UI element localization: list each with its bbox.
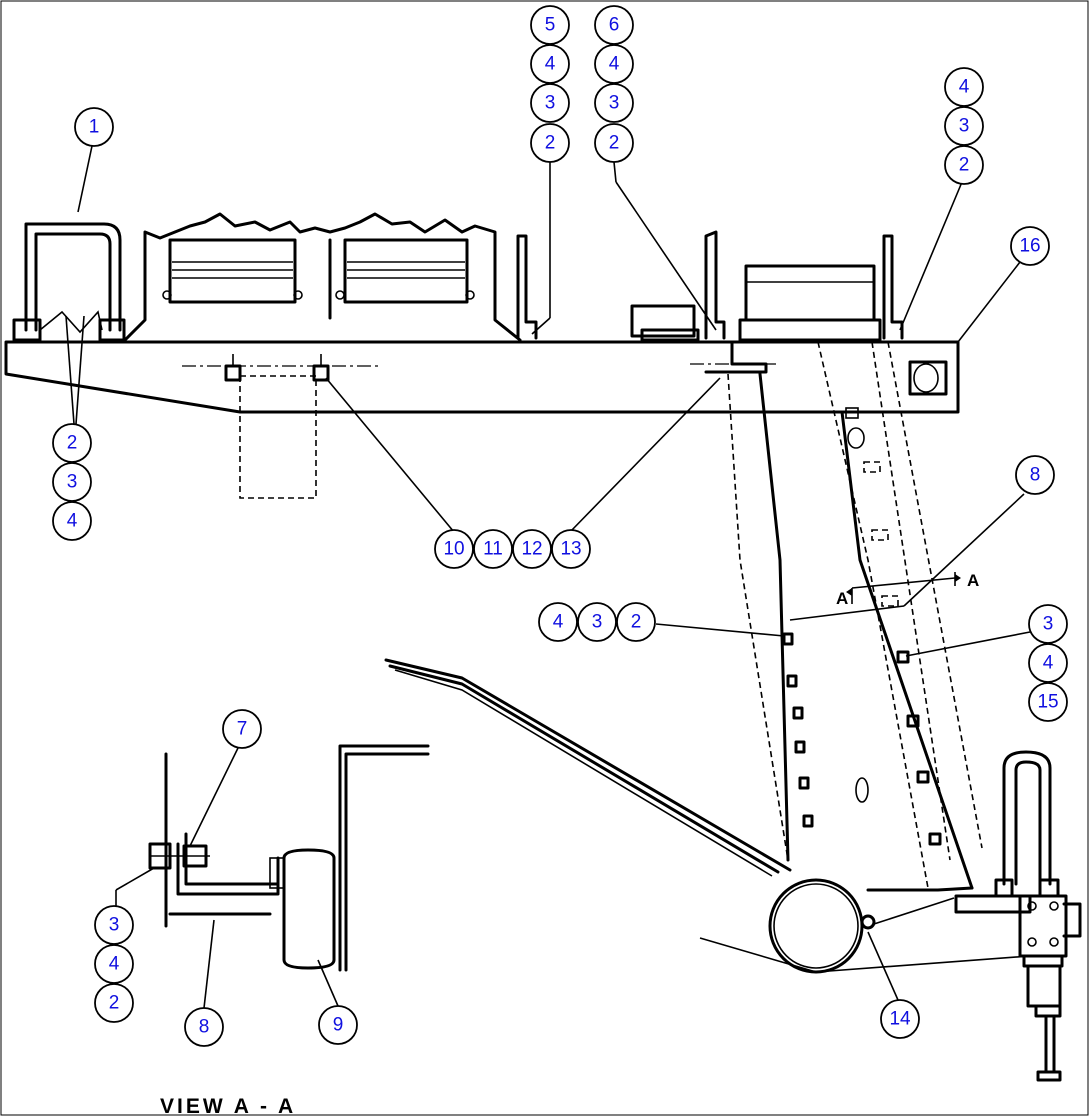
svg-text:7: 7 [237,719,248,740]
svg-text:2: 2 [959,155,970,176]
svg-text:4: 4 [109,954,120,975]
callout-8-view: 8 [184,1007,224,1047]
callout-group-e-2: 2 [616,602,656,642]
svg-text:9: 9 [333,1015,344,1036]
svg-text:3: 3 [545,93,556,114]
view-a-a-detail: VIEW A - A [148,744,430,1117]
callout-group-a-3: 3 [52,462,92,502]
svg-text:3: 3 [1043,614,1054,635]
svg-text:2: 2 [631,612,642,633]
svg-text:12: 12 [521,539,542,560]
svg-text:4: 4 [609,54,620,75]
svg-text:2: 2 [609,133,620,154]
callout-8-top: 8 [1015,455,1055,495]
svg-text:14: 14 [889,1009,911,1030]
callout-14: 14 [880,999,920,1039]
callout-group-c-2: 2 [594,123,634,163]
svg-text:2: 2 [67,433,78,454]
section-marker-left: A [836,589,848,608]
callout-group-a-4: 4 [52,501,92,541]
callout-group-b-5: 5 [530,5,570,45]
svg-text:3: 3 [67,472,78,493]
section-marker-right: A [967,571,979,590]
svg-text:3: 3 [109,915,120,936]
callout-10: 10 [434,529,474,569]
callout-group-e-3: 3 [577,602,617,642]
callout-group-f-3: 3 [1028,604,1068,644]
battery-box [123,212,522,342]
callout-1: 1 [74,107,114,147]
lower-bracket [954,750,1082,1082]
callout-group-g-2: 2 [94,983,134,1023]
callout-group-d-4: 4 [944,67,984,107]
svg-text:4: 4 [545,54,556,75]
bracket-posts [516,230,904,342]
handrail [12,222,126,342]
svg-text:5: 5 [545,15,556,36]
svg-text:4: 4 [553,612,564,633]
callout-group-c-6: 6 [594,5,634,45]
callout-group-e-4: 4 [538,602,578,642]
frame-hardware [182,340,948,499]
callout-12: 12 [512,529,552,569]
main-frame [4,340,960,414]
callout-group-f-15: 15 [1028,682,1068,722]
leader-lines [65,145,1031,1009]
chain-assembly [384,658,1031,974]
callouts: 1 2 3 4 5 4 3 2 6 4 3 2 4 3 2 16 10 11 1… [52,5,1068,1047]
callout-9: 9 [318,1005,358,1045]
callout-group-d-2: 2 [944,145,984,185]
svg-text:2: 2 [109,993,120,1014]
svg-text:6: 6 [609,15,620,36]
svg-text:4: 4 [959,77,970,98]
callout-11: 11 [473,529,513,569]
svg-text:1: 1 [89,117,100,138]
svg-text:10: 10 [443,539,464,560]
callout-group-a-2: 2 [52,423,92,463]
callout-group-g-4: 4 [94,944,134,984]
callout-13: 13 [551,529,591,569]
svg-text:2: 2 [545,133,556,154]
callout-16: 16 [1010,226,1050,266]
svg-text:8: 8 [199,1017,210,1038]
ladder: A A [727,341,983,890]
callout-group-g-3: 3 [94,905,134,945]
callout-group-f-4: 4 [1028,643,1068,683]
svg-text:13: 13 [560,539,581,560]
tank [738,264,882,342]
callout-group-b-3: 3 [530,83,570,123]
svg-text:11: 11 [483,539,503,560]
svg-text:8: 8 [1030,465,1041,486]
svg-text:16: 16 [1019,236,1040,257]
svg-text:3: 3 [609,93,620,114]
view-title: VIEW A - A [160,1095,296,1117]
svg-text:15: 15 [1037,692,1058,713]
svg-text:3: 3 [592,612,603,633]
callout-7: 7 [222,709,262,749]
callout-group-c-3: 3 [594,83,634,123]
callout-group-c-4: 4 [594,44,634,84]
svg-text:3: 3 [959,116,970,137]
callout-group-b-2: 2 [530,123,570,163]
svg-text:4: 4 [1043,653,1054,674]
callout-group-d-3: 3 [944,106,984,146]
callout-group-b-4: 4 [530,44,570,84]
svg-text:4: 4 [67,511,78,532]
